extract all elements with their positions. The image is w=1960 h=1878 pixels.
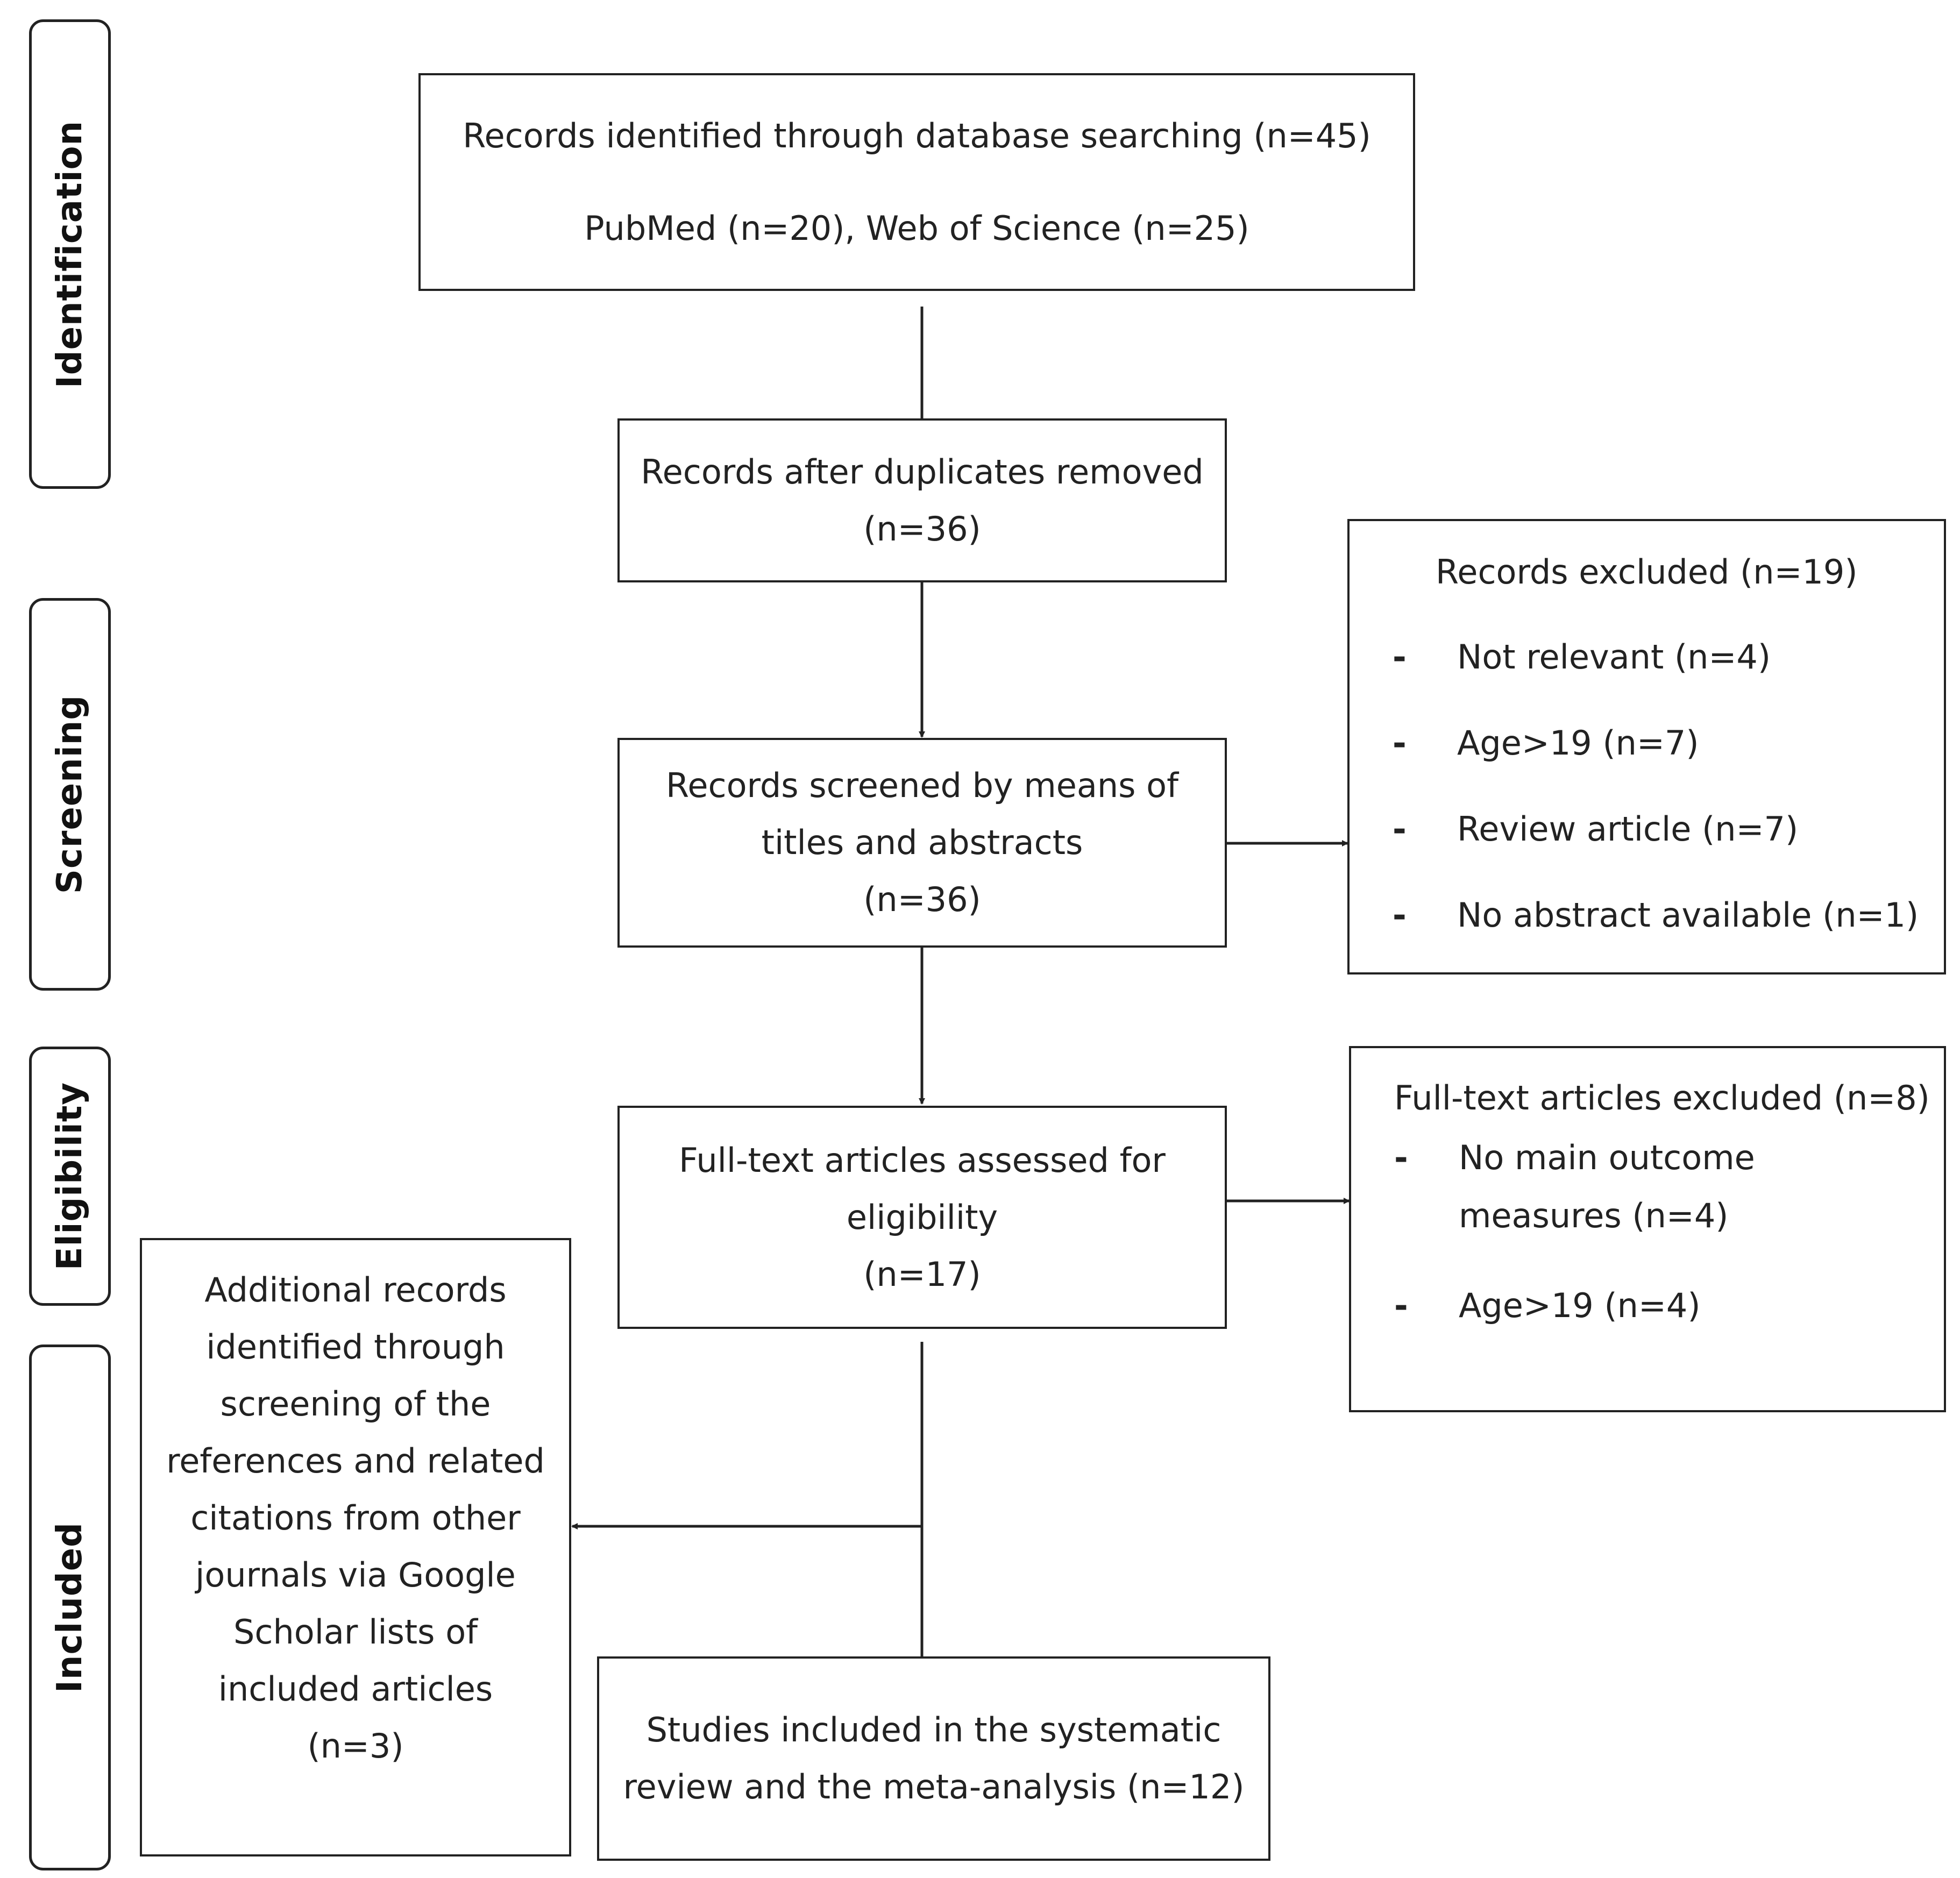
records-screened-count: (n=36) xyxy=(863,880,981,919)
duplicates-removed-count: (n=36) xyxy=(863,509,981,549)
full-text-assessed-text-2: eligibility xyxy=(846,1197,998,1237)
bullet-dash: - xyxy=(1393,895,1407,935)
stage-screening: Screening xyxy=(29,598,111,991)
studies-included-text-1: Studies included in the systematic xyxy=(646,1710,1222,1749)
excluded-reason-text: No abstract available (n=1) xyxy=(1457,895,1919,935)
excluded-reason-text: Age>19 (n=7) xyxy=(1457,723,1699,763)
full-text-excluded-item: - No main outcome measures (n=4) xyxy=(1394,1129,1922,1245)
bullet-dash: - xyxy=(1393,723,1407,763)
duplicates-removed-text: Records after duplicates removed xyxy=(641,452,1204,492)
additional-records-line: citations from other xyxy=(190,1498,521,1538)
records-excluded-item: - Age>19 (n=7) xyxy=(1393,715,1922,772)
stage-included: Included xyxy=(29,1345,111,1870)
full-text-assessed-count: (n=17) xyxy=(863,1254,981,1294)
studies-included-box: Studies included in the systematic revie… xyxy=(597,1656,1270,1861)
excluded-reason-text: No main outcome measures (n=4) xyxy=(1459,1138,1755,1235)
records-excluded-box: Records excluded (n=19) - Not relevant (n… xyxy=(1347,519,1946,974)
records-excluded-item: - Review article (n=7) xyxy=(1393,801,1922,858)
additional-records-line: references and related xyxy=(166,1441,545,1481)
excluded-reason-text: Age>19 (n=4) xyxy=(1459,1286,1701,1325)
records-screened-box: Records screened by means of titles and … xyxy=(617,738,1227,948)
records-screened-text-1: Records screened by means of xyxy=(666,766,1178,805)
stage-eligibility: Eligibility xyxy=(29,1047,111,1306)
bullet-dash: - xyxy=(1394,1286,1408,1325)
records-excluded-item: - No abstract available (n=1) xyxy=(1393,887,1922,944)
records-identified-text: Records identified through database sear… xyxy=(463,116,1371,155)
additional-records-count: (n=3) xyxy=(307,1726,404,1766)
additional-records-line: Scholar lists of xyxy=(233,1612,478,1652)
duplicates-removed-box: Records after duplicates removed (n=36) xyxy=(617,418,1227,582)
studies-included-text-2: review and the meta-analysis (n=12) xyxy=(623,1767,1245,1806)
records-identified-box: Records identified through database sear… xyxy=(418,73,1415,291)
records-excluded-list: - Not relevant (n=4) - Age>19 (n=7) - Revie… xyxy=(1393,629,1922,944)
bullet-dash: - xyxy=(1394,1138,1408,1177)
additional-records-box: Additional records identified through sc… xyxy=(140,1238,571,1856)
database-sources-text: PubMed (n=20), Web of Science (n=25) xyxy=(584,208,1249,248)
stage-identification: Identification xyxy=(29,19,111,489)
full-text-excluded-list: - No main outcome measures (n=4) - Age>19 … xyxy=(1394,1129,1922,1334)
full-text-assessed-box: Full-text articles assessed for eligibil… xyxy=(617,1106,1227,1329)
full-text-assessed-text-1: Full-text articles assessed for xyxy=(679,1140,1166,1180)
additional-records-line: identified through xyxy=(206,1327,505,1367)
additional-records-line: screening of the xyxy=(220,1384,491,1424)
excluded-reason-text: Review article (n=7) xyxy=(1457,809,1799,849)
bullet-dash: - xyxy=(1393,809,1407,849)
excluded-reason-text: Not relevant (n=4) xyxy=(1457,637,1771,677)
records-excluded-item: - Not relevant (n=4) xyxy=(1393,629,1922,686)
records-screened-text-2: titles and abstracts xyxy=(761,823,1083,862)
full-text-excluded-title: Full-text articles excluded (n=8) xyxy=(1394,1078,1930,1118)
additional-records-line: included articles xyxy=(218,1669,493,1709)
full-text-excluded-box: Full-text articles excluded (n=8) - No ma… xyxy=(1349,1046,1946,1412)
bullet-dash: - xyxy=(1393,637,1407,677)
additional-records-line: Additional records xyxy=(204,1270,507,1310)
additional-records-line: journals via Google xyxy=(195,1555,516,1595)
full-text-excluded-item: - Age>19 (n=4) xyxy=(1394,1277,1922,1334)
records-excluded-title: Records excluded (n=19) xyxy=(1436,552,1858,592)
